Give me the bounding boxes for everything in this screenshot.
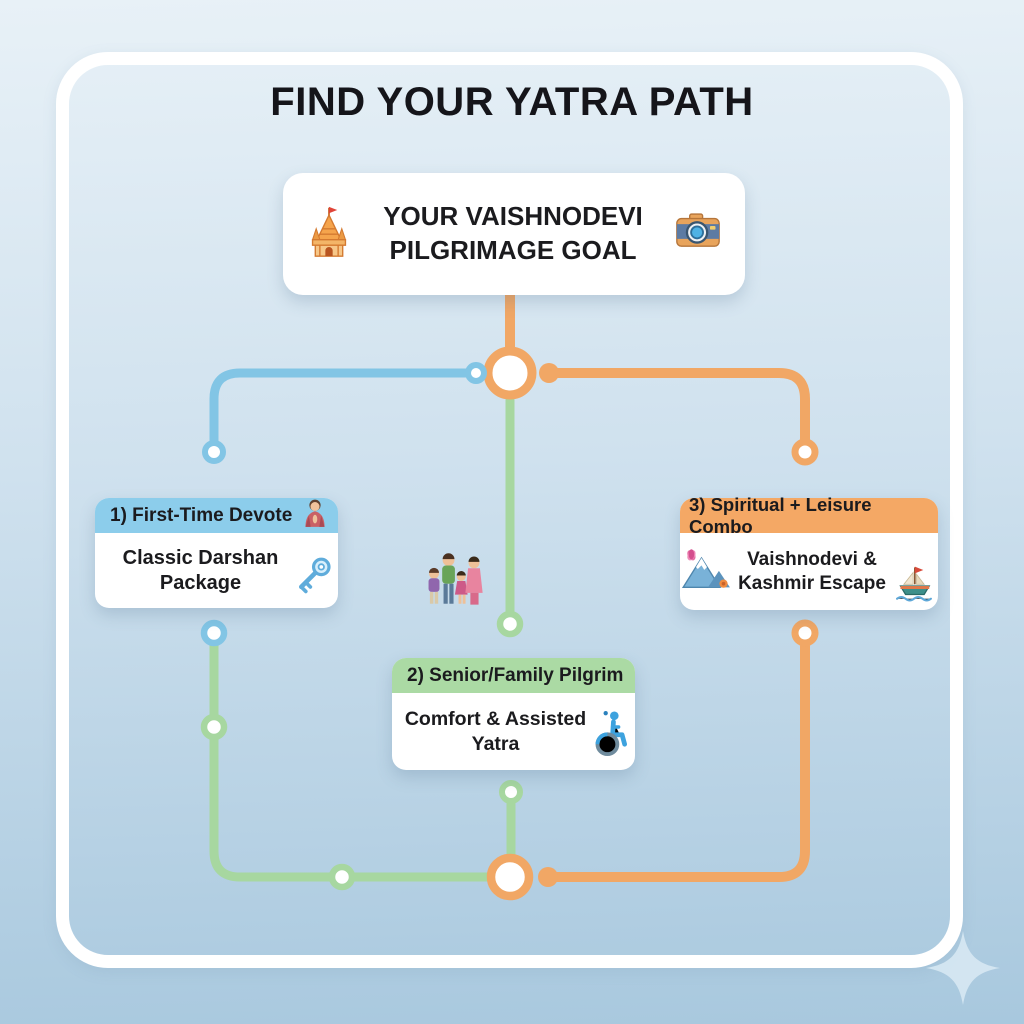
blue-node-junction <box>465 362 487 384</box>
option-card-1-body: Classic Darshan Package <box>95 533 338 608</box>
option-card-2-body: Comfort & Assisted Yatra <box>392 693 635 770</box>
rounded-border-frame <box>56 52 963 968</box>
option-card-1-header: 1) First-Time Devote <box>95 498 338 533</box>
orange-branch-line <box>544 368 810 446</box>
orange-node-mid <box>791 438 819 466</box>
option-card-3-title: Vaishnodevi & Kashmir Escape <box>738 548 886 594</box>
option-card-3-header-label: 3) Spiritual + Leisure Combo <box>689 493 872 537</box>
praying-person-icon <box>302 498 328 534</box>
green-left-line <box>209 640 497 882</box>
mountain-lotus-icon <box>680 547 734 598</box>
option-card-2-header-label: 2) Senior/Family Pilgrim <box>407 664 624 686</box>
goal-title: YOUR VAISHNODEVI PILGRIMAGE GOAL <box>351 200 675 268</box>
option-card-3-body: Vaishnodevi & Kashmir Escape <box>680 533 938 610</box>
orange-dot-top <box>539 363 559 383</box>
goal-title-line2: PILGRIMAGE GOAL <box>389 235 637 265</box>
green-node-below-card2 <box>499 780 523 804</box>
goal-title-line1: YOUR VAISHNODEVI <box>383 201 643 232</box>
camera-icon <box>675 213 721 255</box>
orange-dot-bottom <box>538 867 558 887</box>
orange-node-below-card3 <box>791 619 819 647</box>
option-card-1-header-label: 1) First-Time Devote <box>110 504 293 526</box>
option-card-spiritual-leisure: 3) Spiritual + Leisure Combo Vaishnodevi… <box>680 494 938 610</box>
goal-card: YOUR VAISHNODEVI PILGRIMAGE GOAL <box>283 173 745 295</box>
junction-node-bottom <box>486 853 534 901</box>
option-card-1-title: Classic Darshan Package <box>122 546 279 594</box>
blue-branch-line <box>209 368 475 447</box>
blue-node-mid <box>202 440 226 464</box>
green-node-left <box>200 713 228 741</box>
option-card-2-header: 2) Senior/Family Pilgrim <box>392 658 635 693</box>
green-node-above-card2 <box>496 610 524 638</box>
wheelchair-icon <box>591 708 629 764</box>
family-icon <box>424 548 484 619</box>
option-card-senior-family: 2) Senior/Family Pilgrim Comfort & Assis… <box>392 658 635 770</box>
orange-bottom-line <box>543 641 810 882</box>
boat-icon <box>892 564 936 610</box>
blue-node-below-card1 <box>200 619 228 647</box>
temple-icon <box>307 205 351 263</box>
junction-node-top <box>483 346 537 400</box>
option-card-2-title: Comfort & Assisted Yatra <box>404 708 587 755</box>
green-node-bottom <box>328 863 356 891</box>
key-icon <box>294 555 334 604</box>
sparkle-icon <box>924 929 1002 1012</box>
option-card-first-time: 1) First-Time Devote Classic Darshan Pac… <box>95 498 338 608</box>
option-card-3-header: 3) Spiritual + Leisure Combo <box>680 494 938 537</box>
page-title: FIND YOUR YATRA PATH <box>270 80 754 124</box>
